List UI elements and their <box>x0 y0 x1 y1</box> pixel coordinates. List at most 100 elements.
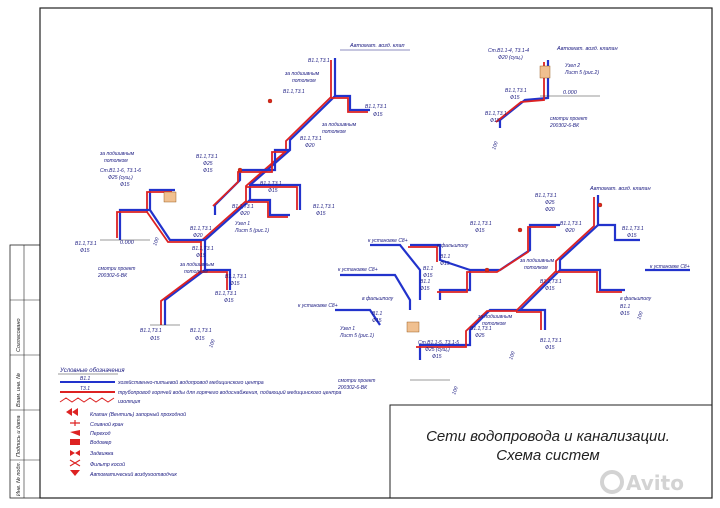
label-d15-c3: Ф15 <box>423 273 433 279</box>
label-b11-c2: В1.1 <box>423 266 434 272</box>
label-b11-c3: В1.1 <box>420 279 431 285</box>
label-b11-c1: В1.1 <box>440 254 451 260</box>
label-air-valve-1: Автомат. возд. клап <box>349 43 405 49</box>
label-b11t31-b1: В1.1,Т3.1 <box>505 88 527 94</box>
scheme-left: Автомат. возд. клап за подшивным потолко… <box>75 43 410 349</box>
label-100-2: 100 <box>152 237 161 247</box>
label-project-no-2: 200302-6-ВК <box>549 123 580 129</box>
legend-symbol-strainer: Фильтр косой <box>90 461 125 468</box>
label-b11t31-c4: В1.1,Т3.1 <box>622 226 644 232</box>
label-ceiling-c1b: потолком <box>524 265 548 271</box>
water-meter-icon <box>406 321 420 333</box>
label-d15-c5: Ф15 <box>545 286 555 292</box>
legend-symbol-air-vent: Автоматический воздухоотводчик <box>89 471 177 478</box>
label-project-no-3: 200302-6-ВК <box>337 385 368 391</box>
label-to-unit-3: к установке С8+ <box>650 264 690 270</box>
label-d15-c1: Ф15 <box>475 228 485 234</box>
valve-icon <box>484 267 490 273</box>
label-d15-10: Ф15 <box>150 336 160 342</box>
label-ceiling-c1a: за подшивным <box>519 258 555 264</box>
stamp-cell-inv-no: Инв. № подл. <box>16 462 22 496</box>
label-b11t31-10: В1.1,Т3.1 <box>75 241 97 247</box>
label-air-valve-3: Автомат. возд. клапан <box>589 186 651 192</box>
label-100-1: 100 <box>208 339 217 349</box>
label-d15-4: Ф15 <box>268 188 278 194</box>
sheet-frame <box>39 7 713 499</box>
label-ceiling-1b: потолком <box>292 78 316 84</box>
label-d15-7: Ф15 <box>196 253 206 259</box>
label-d20-c2: Ф20 <box>565 228 575 234</box>
stamp-cell-sign-date: Подпись и дата <box>16 415 22 457</box>
gate-valve-icon <box>70 450 80 456</box>
drain-tap-icon <box>70 420 80 426</box>
label-ceiling-4a: за подшивным <box>179 262 215 268</box>
air-vent-icon <box>70 470 80 476</box>
scheme-top-right: Автомат. возд. клапан Ст.В1.1-4, Т3.1-4 … <box>485 46 618 151</box>
scheme-right: Автомат. возд. клапан В1.1,Т3.1 Ф25 Ф20 … <box>298 186 690 396</box>
label-raised-floor-1: в фальшполу <box>437 243 469 249</box>
label-raised-floor-2: в фальшполу <box>620 296 652 302</box>
label-riser-4: Ст.В1.1-4, Т3.1-4 <box>488 48 529 54</box>
label-d25-1: Ф25 <box>203 161 213 167</box>
label-d15-c7: Ф15 <box>545 345 555 351</box>
label-node-1b: Узел 1 <box>340 326 355 332</box>
label-100-6: 100 <box>451 386 460 396</box>
label-d25sush-2: Ф25 (сущ.) <box>425 347 450 353</box>
valve-icon <box>66 408 78 416</box>
label-d25-c1: Ф25 <box>545 200 555 206</box>
valve-icon <box>267 98 273 104</box>
legend: Условные обозначения В1.1 хозяйственно-п… <box>58 368 342 478</box>
label-b11-c5: В1.1 <box>372 311 383 317</box>
label-raised-floor-3: в фальшполу <box>362 296 394 302</box>
watermark-text: Avito <box>626 471 684 495</box>
label-b11t31-c2: В1.1,Т3.1 <box>470 221 492 227</box>
label-b11-c4: В1.1 <box>620 304 631 310</box>
label-d15-2: Ф15 <box>120 182 130 188</box>
label-b11t31-12: В1.1,Т3.1 <box>225 274 247 280</box>
label-node-2: Узел 2 <box>565 63 580 69</box>
legend-symbol-drain-tap: Сливной кран <box>90 421 124 428</box>
strainer-icon <box>69 459 81 467</box>
label-d15-8: Ф15 <box>230 281 240 287</box>
label-b11t31-c3: В1.1,Т3.1 <box>560 221 582 227</box>
label-to-unit-4: к установке С8+ <box>298 303 338 309</box>
label-d20-3: Ф20 <box>193 233 203 239</box>
label-d15-5: Ф15 <box>316 211 326 217</box>
label-d20-1: Ф20 <box>305 143 315 149</box>
legend-symbol-gate-valve: Задвижка <box>90 451 114 457</box>
legend-symbol-water-meter: Водомер <box>90 440 112 446</box>
valve-icon <box>597 202 603 208</box>
label-d15-11: Ф15 <box>195 336 205 342</box>
label-sheet5-1b: Лист 5 (рис.1) <box>339 333 374 339</box>
valve-icon <box>517 227 523 233</box>
label-100-5: 100 <box>636 311 645 321</box>
label-ceiling-4b: потолком <box>184 269 208 275</box>
label-d15-9: Ф15 <box>224 298 234 304</box>
label-b11t31-b2: В1.1,Т3.1 <box>485 111 507 117</box>
label-d20-c1: Ф20 <box>545 207 555 213</box>
legend-text-insulation: изоляция <box>118 399 141 405</box>
label-b11t31-2: В1.1,Т3.1 <box>283 89 305 95</box>
legend-symbol-valve: Клапан (Вентиль) запорный проходной <box>90 411 186 418</box>
label-project-no-1: 200302-6-ВК <box>97 273 128 279</box>
label-riser-5: Ст.В1.1-5, Т3.1-5 <box>418 340 459 346</box>
valve-markers <box>163 65 603 333</box>
label-see-project-1: смотри проект <box>98 266 135 272</box>
label-b11t31-11: В1.1,Т3.1 <box>192 246 214 252</box>
label-d20-2: Ф20 <box>240 211 250 217</box>
label-see-project-3: смотри проект <box>338 378 375 384</box>
label-b11t31-c6: В1.1,Т3.1 <box>470 326 492 332</box>
legend-line-insulation <box>59 397 115 403</box>
label-b11t31-1: В1.1,Т3.1 <box>308 58 330 64</box>
label-b11t31-6: В1.1,Т3.1 <box>260 181 282 187</box>
label-sheet5-2: Лист 5 (рис.2) <box>564 70 599 76</box>
label-to-unit-2: к установке С8+ <box>338 267 378 273</box>
label-node-1a: Узел 1 <box>235 221 250 227</box>
label-d15-b2: Ф15 <box>490 118 500 124</box>
label-ceiling-2b: потолком <box>322 129 346 135</box>
label-ceiling-c2b: потолком <box>482 321 506 327</box>
label-d15-c6: Ф15 <box>620 311 630 317</box>
label-b11t31-c1: В1.1,Т3.1 <box>535 193 557 199</box>
label-see-project-2: смотри проект <box>550 116 587 122</box>
side-stamp: Согласовано Взам. инв. № Подпись и дата … <box>9 244 41 499</box>
